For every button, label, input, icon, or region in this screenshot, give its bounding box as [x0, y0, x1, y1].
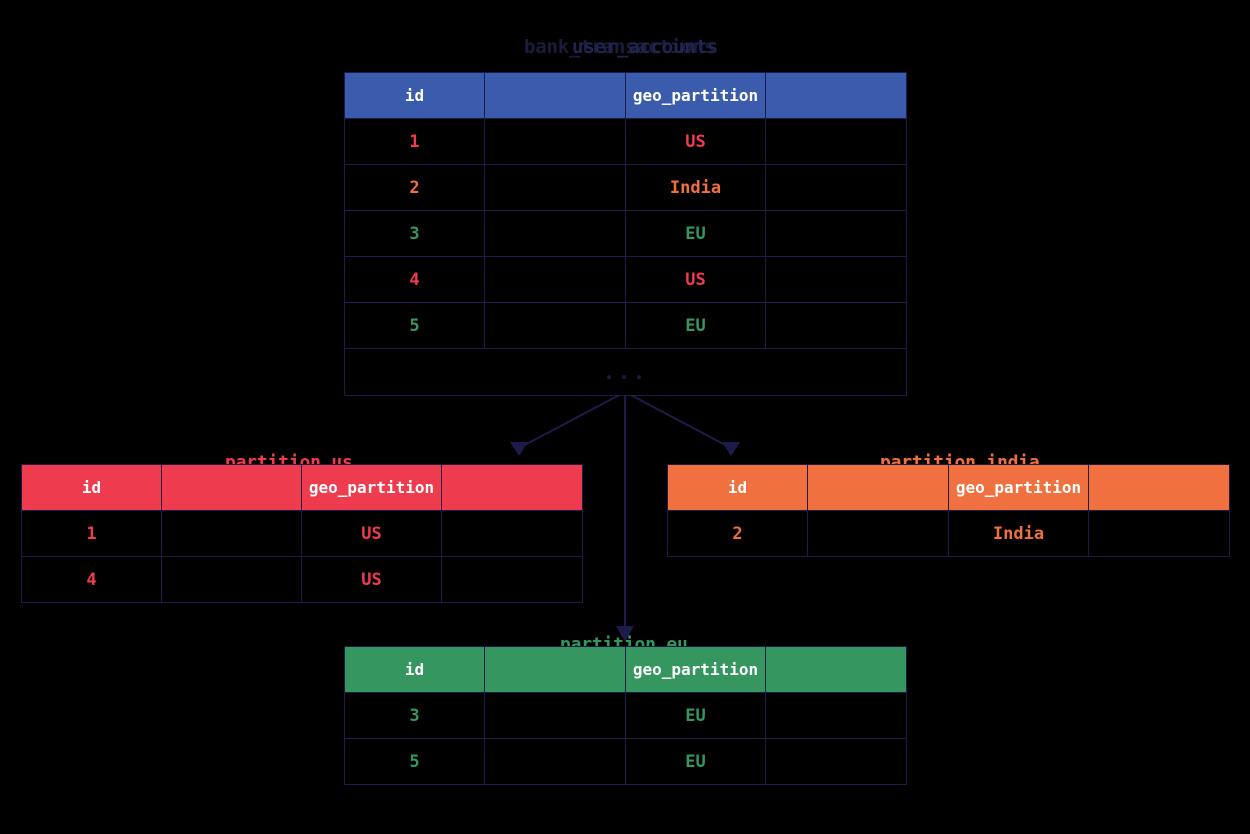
partition-eu-body: 3 EU 5 EU: [344, 692, 907, 785]
cell-blank-2: [1088, 510, 1230, 557]
cell-geo-partition: EU: [625, 302, 766, 349]
cell-geo-partition: US: [301, 510, 442, 557]
cell-blank-2: [765, 738, 907, 785]
eu-col-id: id: [344, 646, 485, 693]
partition-us-table: id geo_partition 1 US 4 US: [21, 464, 583, 603]
table-row: 1 US: [344, 118, 907, 165]
root-table: id geo_partition 1 US 2 India 3: [344, 72, 907, 396]
partition-india-table: id geo_partition 2 India: [667, 464, 1230, 557]
cell-blank-2: [765, 302, 907, 349]
partition-eu-header-row: id geo_partition: [344, 646, 907, 693]
cell-geo-partition: US: [625, 118, 766, 165]
cell-geo-partition: India: [625, 164, 766, 211]
arrowhead-us-icon: [510, 442, 528, 456]
table-row: 5 EU: [344, 738, 907, 785]
cell-blank-1: [161, 510, 302, 557]
edge-root-to-india: [624, 391, 732, 449]
cell-id: 4: [21, 556, 162, 603]
partition-us-header-row: id geo_partition: [21, 464, 583, 511]
table-row: 5 EU: [344, 302, 907, 349]
us-col-id: id: [21, 464, 162, 511]
us-col-blank-1: [161, 464, 302, 511]
india-col-geo-partition: geo_partition: [948, 464, 1089, 511]
cell-geo-partition: EU: [625, 692, 766, 739]
arrowhead-eu-icon: [616, 626, 634, 642]
eu-col-blank-2: [765, 646, 907, 693]
cell-blank-2: [765, 118, 907, 165]
cell-blank-1: [807, 510, 949, 557]
table-row: 4 US: [21, 556, 583, 603]
us-col-geo-partition: geo_partition: [301, 464, 442, 511]
root-table-title-primary: bank_transactions: [524, 36, 716, 58]
cell-blank-2: [765, 256, 907, 303]
cell-id: 3: [344, 692, 485, 739]
cell-id: 4: [344, 256, 485, 303]
table-row: 3 EU: [344, 692, 907, 739]
cell-id: 2: [344, 164, 485, 211]
table-row: 1 US: [21, 510, 583, 557]
india-col-blank-2: [1088, 464, 1230, 511]
eu-col-geo-partition: geo_partition: [625, 646, 766, 693]
root-overflow-row: ...: [344, 348, 907, 396]
cell-blank-2: [765, 210, 907, 257]
cell-blank-1: [161, 556, 302, 603]
cell-geo-partition: US: [625, 256, 766, 303]
cell-blank-2: [765, 164, 907, 211]
partition-india-header-row: id geo_partition: [667, 464, 1230, 511]
cell-blank-2: [441, 510, 583, 557]
root-col-blank-2: [765, 72, 907, 119]
cell-id: 1: [344, 118, 485, 165]
cell-id: 2: [667, 510, 808, 557]
cell-blank-1: [484, 210, 626, 257]
partition-eu-table: id geo_partition 3 EU 5 EU: [344, 646, 907, 785]
cell-blank-1: [484, 164, 626, 211]
root-col-blank-1: [484, 72, 626, 119]
table-row: 3 EU: [344, 210, 907, 257]
cell-blank-1: [484, 256, 626, 303]
root-col-geo-partition: geo_partition: [625, 72, 766, 119]
eu-col-blank-1: [484, 646, 626, 693]
cell-id: 5: [344, 302, 485, 349]
cell-blank-1: [484, 118, 626, 165]
us-col-blank-2: [441, 464, 583, 511]
arrowhead-india-icon: [722, 442, 740, 456]
overflow-ellipsis: ...: [344, 348, 907, 396]
table-row: 2 India: [344, 164, 907, 211]
root-table-title-secondary: user_accounts: [572, 36, 719, 58]
cell-id: 5: [344, 738, 485, 785]
partition-india-body: 2 India: [667, 510, 1230, 557]
cell-id: 3: [344, 210, 485, 257]
india-col-id: id: [667, 464, 808, 511]
cell-blank-1: [484, 302, 626, 349]
partition-us-body: 1 US 4 US: [21, 510, 583, 603]
india-col-blank-1: [807, 464, 949, 511]
table-row: 2 India: [667, 510, 1230, 557]
root-col-id: id: [344, 72, 485, 119]
cell-geo-partition: EU: [625, 210, 766, 257]
cell-geo-partition: EU: [625, 738, 766, 785]
cell-id: 1: [21, 510, 162, 557]
cell-blank-1: [484, 692, 626, 739]
cell-blank-2: [765, 692, 907, 739]
edge-root-to-us: [518, 391, 626, 449]
table-row: 4 US: [344, 256, 907, 303]
cell-geo-partition: India: [948, 510, 1089, 557]
root-table-header-row: id geo_partition: [344, 72, 907, 119]
cell-blank-1: [484, 738, 626, 785]
cell-blank-2: [441, 556, 583, 603]
cell-geo-partition: US: [301, 556, 442, 603]
root-table-body: 1 US 2 India 3 EU 4 US: [344, 118, 907, 396]
